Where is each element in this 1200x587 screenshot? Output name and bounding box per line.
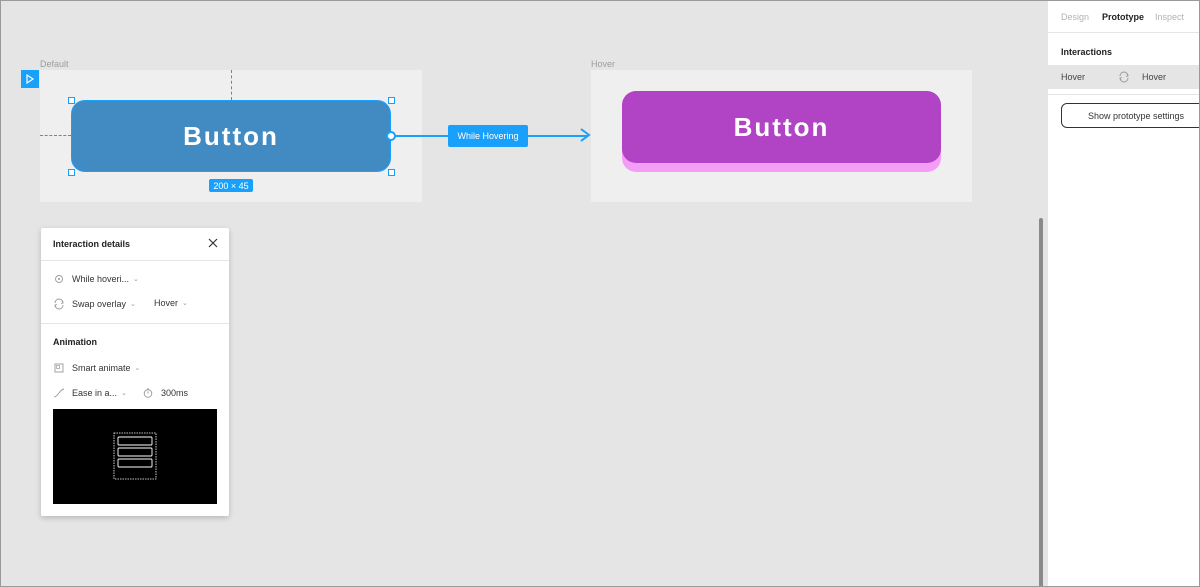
swap-icon <box>53 298 65 310</box>
trigger-value: While hoveri... <box>72 274 130 284</box>
present-flow-button[interactable] <box>21 70 39 88</box>
chevron-down-icon: ⌄ <box>121 390 127 397</box>
divider <box>41 260 229 261</box>
size-badge: 200 × 45 <box>209 179 253 192</box>
duration-value: 300ms <box>161 388 189 398</box>
interaction-to: Hover <box>1142 72 1167 82</box>
popup-title: Interaction details <box>53 239 131 249</box>
easing-select[interactable]: Ease in a... ⌄ <box>53 387 127 399</box>
canvas[interactable]: Default Button 200 × 45 While Hovering H… <box>1 1 1047 586</box>
connection-start-handle[interactable] <box>386 131 396 141</box>
divider <box>41 323 229 324</box>
interaction-from: Hover <box>1061 72 1086 82</box>
close-icon <box>208 238 218 248</box>
hover-button-label: Button <box>733 111 830 142</box>
properties-panel: Design Prototype Inspect Interactions Ho… <box>1047 1 1199 586</box>
hover-button-component[interactable]: Button <box>622 91 941 163</box>
arrow-right-icon <box>580 128 591 142</box>
smart-animate-icon <box>53 362 65 374</box>
tab-prototype[interactable]: Prototype <box>1102 12 1145 22</box>
panel-tabs: Design Prototype Inspect <box>1048 1 1199 33</box>
action-value: Swap overlay <box>72 299 127 309</box>
interactions-title: Interactions <box>1061 47 1113 57</box>
target-icon <box>53 273 65 285</box>
animation-type-value: Smart animate <box>72 363 131 373</box>
animation-preview <box>53 409 217 504</box>
chevron-down-icon: ⌄ <box>133 276 139 283</box>
chevron-down-icon: ⌄ <box>134 365 141 372</box>
animation-type-select[interactable]: Smart animate ⌄ <box>53 362 140 374</box>
chevron-down-icon: ⌄ <box>182 300 188 307</box>
default-button-label: Button <box>183 120 279 151</box>
close-popup-button[interactable] <box>205 235 221 251</box>
default-button-component[interactable]: Button <box>71 100 391 172</box>
divider <box>1048 94 1199 95</box>
tab-design[interactable]: Design <box>1061 12 1090 22</box>
resize-handle-bottom-left[interactable] <box>68 169 75 176</box>
center-guide-horizontal <box>40 135 71 136</box>
resize-handle-bottom-right[interactable] <box>388 169 395 176</box>
destination-select[interactable]: Hover ⌄ <box>154 298 188 308</box>
interaction-item[interactable]: Hover Hover <box>1048 65 1199 89</box>
trigger-select[interactable]: While hoveri... ⌄ <box>53 273 139 285</box>
chevron-down-icon: ⌄ <box>130 301 136 308</box>
duration-input[interactable]: 300ms <box>142 387 188 399</box>
center-guide-vertical <box>231 70 232 100</box>
animation-section-title: Animation <box>53 337 97 347</box>
interaction-details-popup: Interaction details While hoveri... ⌄ Sw… <box>41 228 229 516</box>
resize-handle-top-right[interactable] <box>388 97 395 104</box>
action-select[interactable]: Swap overlay ⌄ <box>53 298 136 310</box>
ease-curve-icon <box>53 387 65 399</box>
swap-icon <box>1118 71 1130 85</box>
play-icon <box>26 74 35 84</box>
canvas-scrollbar[interactable] <box>1039 218 1043 586</box>
frame-label-default[interactable]: Default <box>40 59 69 69</box>
easing-value: Ease in a... <box>72 388 118 398</box>
tab-inspect[interactable]: Inspect <box>1155 12 1185 22</box>
frame-label-hover[interactable]: Hover <box>591 59 616 69</box>
destination-value: Hover <box>154 298 179 308</box>
resize-handle-top-left[interactable] <box>68 97 75 104</box>
connection-trigger-label[interactable]: While Hovering <box>448 125 528 147</box>
timer-icon <box>142 387 154 399</box>
show-prototype-settings-button[interactable]: Show prototype settings <box>1061 103 1199 128</box>
layout-preview-icon <box>113 432 157 480</box>
